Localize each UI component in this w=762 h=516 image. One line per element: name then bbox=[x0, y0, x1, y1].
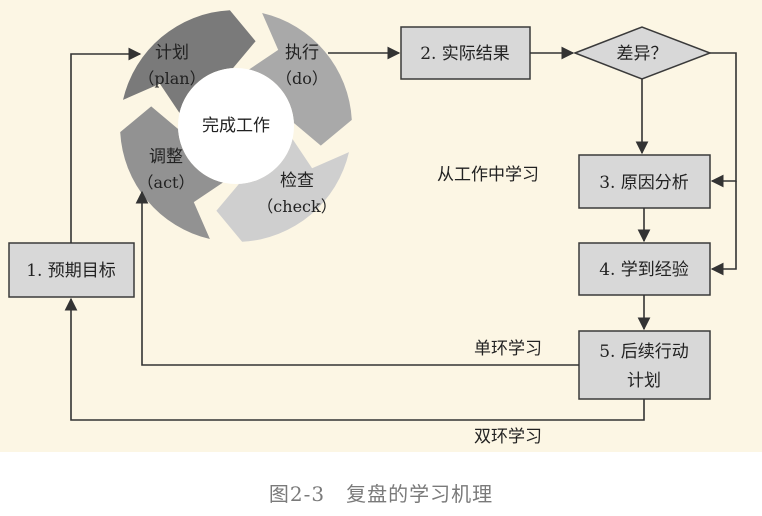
do-sublabel: （do） bbox=[276, 69, 328, 88]
figure-caption: 图2-3 复盘的学习机理 bbox=[268, 482, 494, 506]
goal-to-plan-arrow bbox=[70, 47, 142, 243]
difference-side-to-cause-arrow bbox=[710, 52, 737, 188]
act-segment bbox=[120, 106, 223, 240]
learn-from-work-label: 从工作中学习 bbox=[437, 165, 539, 185]
lesson-box bbox=[578, 242, 711, 296]
goal-text: 1. 预期目标 bbox=[26, 261, 116, 281]
action-plan-box bbox=[578, 330, 711, 400]
pdca-cycle: 完成工作 计划 （plan） 执行 （do） 检查 （check） 调整 （ac… bbox=[120, 10, 352, 242]
plan-segment bbox=[123, 10, 256, 114]
action-plan-text-line2: 计划 bbox=[627, 371, 661, 391]
plan-label: 计划 bbox=[155, 43, 189, 63]
connectors bbox=[64, 46, 737, 421]
double-loop-arrow bbox=[64, 297, 645, 421]
cycle-segments bbox=[120, 10, 352, 242]
lesson-text: 4. 学到经验 bbox=[599, 260, 689, 280]
single-loop-label: 单环学习 bbox=[474, 339, 542, 359]
single-loop-arrow bbox=[135, 190, 579, 366]
check-segment bbox=[216, 139, 349, 242]
result-text: 2. 实际结果 bbox=[420, 44, 510, 64]
review-learning-diagram: 完成工作 计划 （plan） 执行 （do） 检查 （check） 调整 （ac… bbox=[8, 10, 737, 447]
plan-sublabel: （plan） bbox=[138, 69, 205, 88]
act-label: 调整 bbox=[149, 147, 183, 167]
cause-text: 3. 原因分析 bbox=[599, 173, 689, 193]
cycle-center bbox=[178, 68, 294, 184]
result-box bbox=[400, 26, 531, 80]
double-loop-label: 双环学习 bbox=[474, 427, 542, 447]
cycle-center-label: 完成工作 bbox=[202, 116, 270, 136]
do-label: 执行 bbox=[285, 43, 319, 63]
difference-side-to-lesson-arrow bbox=[710, 181, 737, 276]
do-segment bbox=[249, 13, 352, 146]
act-sublabel: （act） bbox=[138, 173, 195, 192]
cause-box bbox=[578, 154, 711, 209]
check-label: 检查 bbox=[280, 171, 314, 191]
difference-text: 差异？ bbox=[617, 44, 668, 64]
check-sublabel: （check） bbox=[257, 197, 336, 216]
action-plan-text-line1: 5. 后续行动 bbox=[599, 342, 689, 362]
